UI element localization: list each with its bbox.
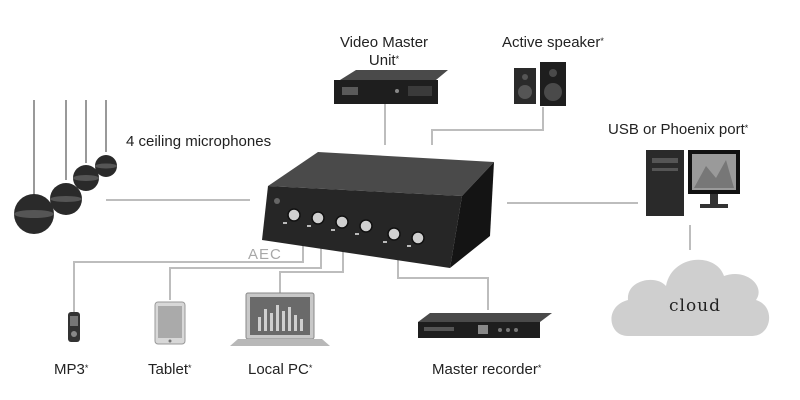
pc-tower-monitor-icon: [646, 150, 740, 216]
cloud-icon: [611, 259, 770, 336]
tablet-label: Tablet*: [148, 361, 192, 379]
master-recorder-label-text: Master recorder: [432, 361, 538, 378]
line-active-speaker: [431, 107, 544, 145]
active-speaker-label-text: Active speaker: [502, 34, 601, 51]
cloud-label: cloud: [668, 296, 722, 316]
video-master-unit-icon: [334, 70, 448, 104]
line-local-pc: [279, 250, 344, 293]
asterisk-mark: *: [188, 363, 192, 373]
usb-phoenix-label-text: USB or Phoenix port: [608, 121, 745, 138]
asterisk-mark: *: [395, 54, 400, 64]
asterisk-mark: *: [600, 36, 604, 46]
usb-phoenix-label: USB or Phoenix port*: [608, 121, 748, 139]
laptop-icon: [230, 292, 330, 346]
line-recorder: [397, 255, 489, 310]
video-master-label: Video Master Unit*: [318, 34, 450, 70]
local-pc-label-text: Local PC: [248, 361, 309, 378]
video-master-label-line1: Video Master: [339, 34, 429, 51]
line-mp3: [73, 245, 304, 312]
asterisk-mark: *: [308, 363, 313, 373]
recorder-icon: [418, 313, 552, 338]
video-master-label-line2: Unit: [368, 52, 396, 69]
active-speaker-icon: [514, 62, 566, 106]
aec-label: AEC: [248, 246, 282, 263]
asterisk-mark: *: [537, 363, 542, 373]
mp3-label: MP3*: [54, 361, 88, 379]
local-pc-label: Local PC*: [248, 361, 312, 379]
mp3-player-icon: [68, 312, 80, 342]
master-recorder-label: Master recorder*: [432, 361, 541, 379]
connector-lines: [73, 104, 691, 312]
mp3-label-text: MP3: [54, 361, 85, 378]
asterisk-mark: *: [744, 123, 749, 133]
line-tablet: [169, 248, 322, 300]
ceiling-mics-label-text: 4 ceiling microphones: [126, 133, 272, 150]
mixer-device-icon: [262, 152, 494, 268]
active-speaker-label: Active speaker*: [502, 34, 604, 52]
tablet-icon: [154, 301, 186, 345]
asterisk-mark: *: [84, 363, 89, 373]
ceiling-microphone-icon: [14, 100, 117, 234]
tablet-label-text: Tablet: [148, 361, 189, 378]
ceiling-mics-label: 4 ceiling microphones: [126, 133, 271, 151]
